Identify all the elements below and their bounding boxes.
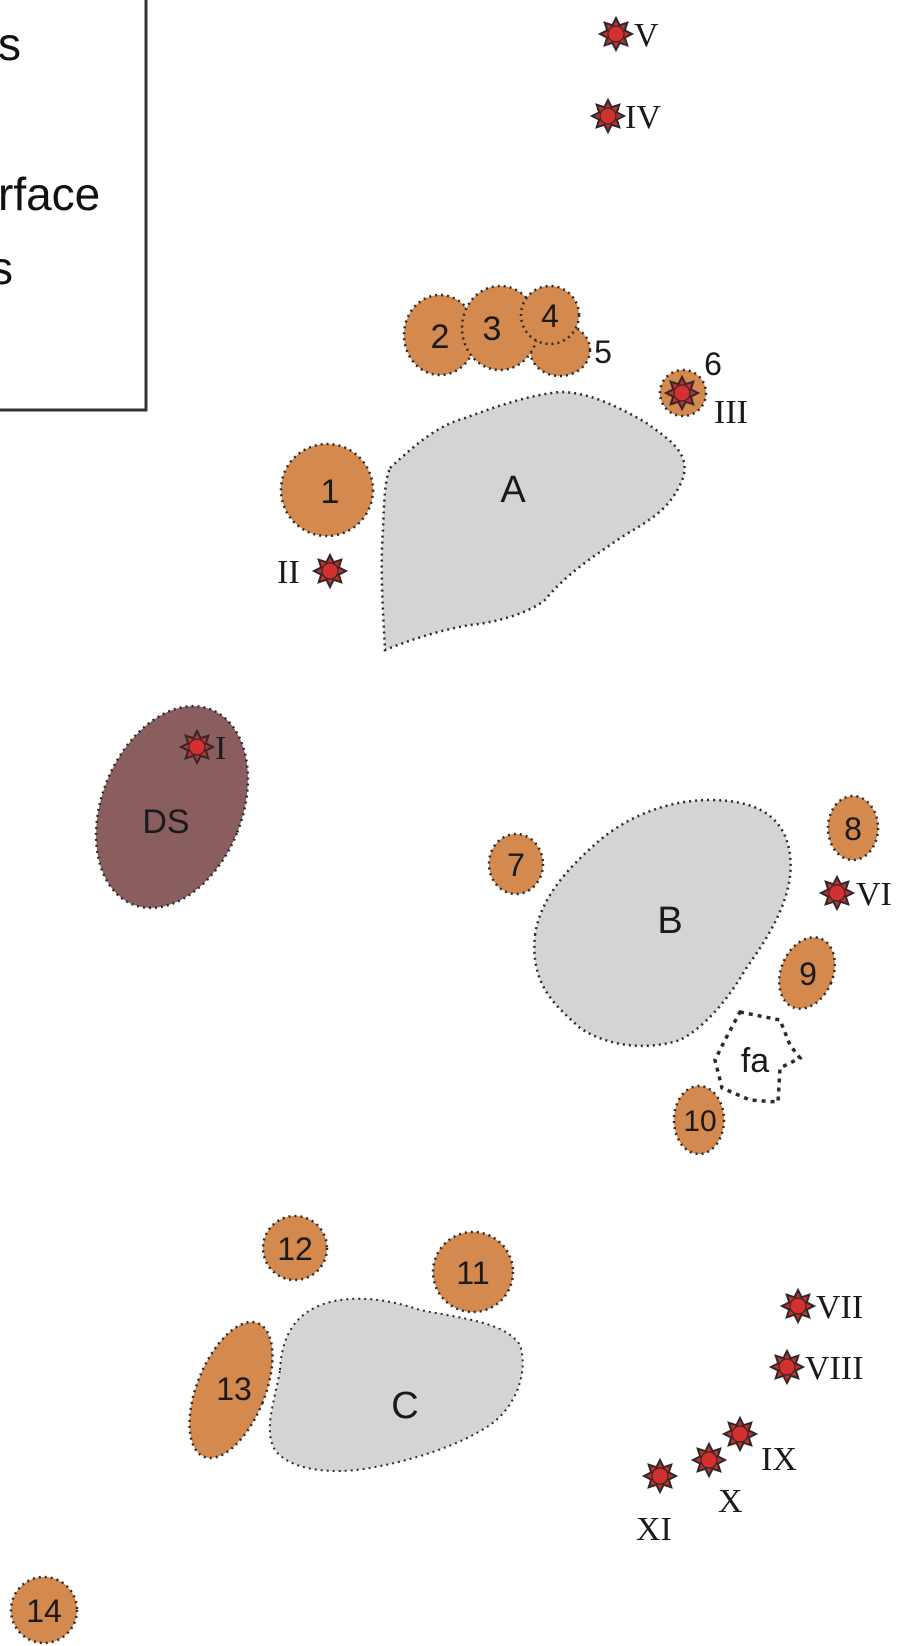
feature-1: 1 xyxy=(279,442,375,538)
svg-text:X: X xyxy=(718,1483,743,1520)
marker-iv: IV xyxy=(591,99,661,136)
numbered-features: 1 5 2 3 4 6 7 8 xyxy=(9,284,880,1645)
area-b: B xyxy=(533,798,792,1048)
star-icon xyxy=(781,1289,815,1323)
svg-text:V: V xyxy=(634,17,659,54)
marker-vi: VI xyxy=(820,876,892,913)
marker-i: I xyxy=(180,730,226,767)
marker-ii: II xyxy=(277,554,347,591)
star-markers: V IV III II I VI VII VIII xyxy=(180,17,892,1548)
area-ds-label: DS xyxy=(142,803,189,841)
marker-x: X xyxy=(692,1443,743,1520)
svg-text:VIII: VIII xyxy=(805,1350,864,1387)
svg-text:2: 2 xyxy=(431,318,450,356)
svg-text:III: III xyxy=(714,394,748,431)
marker-viii: VIII xyxy=(770,1350,864,1387)
feature-9: 9 xyxy=(777,936,837,1010)
star-icon xyxy=(591,99,625,133)
feature-8: 8 xyxy=(826,794,880,862)
svg-text:11: 11 xyxy=(456,1255,489,1291)
area-a-label: A xyxy=(500,469,526,511)
area-c: C xyxy=(268,1297,524,1472)
svg-text:9: 9 xyxy=(799,956,817,992)
feature-11: 11 xyxy=(431,1230,515,1314)
svg-text:II: II xyxy=(277,554,300,591)
feature-14: 14 xyxy=(9,1575,79,1645)
svg-text:5: 5 xyxy=(594,334,612,370)
svg-text:3: 3 xyxy=(483,310,502,348)
marker-v: V xyxy=(599,17,659,54)
star-icon xyxy=(180,730,214,764)
feature-4: 4 xyxy=(519,284,581,346)
svg-text:10: 10 xyxy=(683,1105,716,1138)
feature-13: 13 xyxy=(188,1320,274,1460)
star-icon xyxy=(692,1443,726,1477)
svg-text:13: 13 xyxy=(216,1371,252,1407)
star-icon xyxy=(723,1417,757,1451)
svg-text:XI: XI xyxy=(636,1511,672,1548)
svg-text:VII: VII xyxy=(816,1289,863,1326)
legend-line-3: s xyxy=(0,242,13,294)
star-icon xyxy=(820,876,854,910)
area-a: A xyxy=(380,390,686,652)
svg-text:7: 7 xyxy=(507,847,525,883)
svg-text:I: I xyxy=(215,730,226,767)
svg-text:4: 4 xyxy=(541,298,559,334)
svg-text:6: 6 xyxy=(704,346,722,382)
marker-ix: IX xyxy=(723,1417,797,1478)
area-fa-label: fa xyxy=(741,1042,769,1080)
marker-vii: VII xyxy=(781,1289,863,1326)
svg-text:1: 1 xyxy=(321,473,340,511)
legend-line-1: s xyxy=(0,18,21,70)
area-b-label: B xyxy=(657,900,682,942)
star-icon xyxy=(665,376,699,410)
star-icon xyxy=(770,1350,804,1384)
svg-text:12: 12 xyxy=(277,1231,313,1267)
svg-text:VI: VI xyxy=(856,876,892,913)
svg-text:IX: IX xyxy=(761,1441,797,1478)
svg-text:14: 14 xyxy=(26,1593,62,1629)
feature-10: 10 xyxy=(672,1084,726,1156)
area-ds: DS xyxy=(94,704,250,910)
area-c-label: C xyxy=(391,1385,418,1427)
svg-text:8: 8 xyxy=(844,811,862,847)
marker-iii: III xyxy=(665,376,748,431)
svg-text:IV: IV xyxy=(625,99,661,136)
marker-xi: XI xyxy=(636,1459,677,1548)
legend-box: s rface s xyxy=(0,0,148,412)
feature-12: 12 xyxy=(261,1214,329,1282)
star-icon xyxy=(643,1459,677,1493)
star-icon xyxy=(313,554,347,588)
legend-line-2: rface xyxy=(0,168,100,220)
feature-7: 7 xyxy=(487,832,545,896)
star-icon xyxy=(599,17,633,51)
area-fa: fa xyxy=(713,1010,803,1104)
